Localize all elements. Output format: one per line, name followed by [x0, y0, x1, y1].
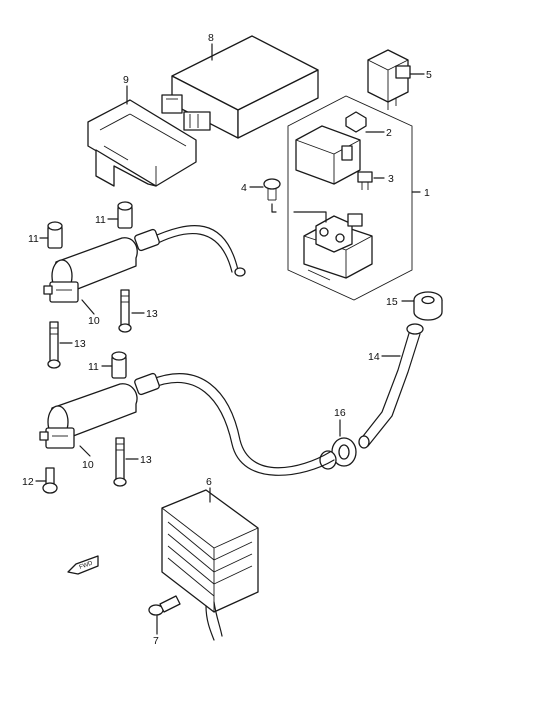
callout-8: 8 — [208, 32, 214, 44]
part-3-fuse — [357, 171, 373, 190]
part-4-screw — [263, 178, 281, 201]
callout-13a: 13 — [146, 308, 158, 320]
callout-11b: 11 — [28, 233, 39, 245]
assembly-1-outline — [287, 95, 413, 301]
callout-13b: 13 — [74, 338, 86, 350]
callout-13c: 13 — [140, 454, 152, 466]
callout-16: 16 — [334, 407, 346, 419]
part-13-bolt-c — [113, 437, 127, 487]
part-7-bolt — [148, 595, 181, 616]
leader-starter-relay — [293, 211, 327, 223]
callout-5: 5 — [426, 69, 432, 81]
leader-10a — [81, 299, 95, 315]
upper-ignition-coil — [43, 225, 246, 303]
starter-relay-body — [303, 213, 373, 281]
callout-3: 3 — [388, 173, 394, 185]
part-14-lead-tube — [358, 323, 424, 449]
lower-ignition-coil — [39, 372, 335, 476]
part-12-screw — [42, 467, 58, 494]
leader-10b — [79, 445, 91, 457]
fwd-arrow-icon: FWD — [67, 555, 99, 575]
callout-15: 15 — [386, 296, 398, 308]
callout-12: 12 — [22, 476, 34, 488]
part-9-cover — [87, 99, 197, 187]
part-6-regulator — [161, 489, 259, 641]
callout-6: 6 — [206, 476, 212, 488]
callout-2: 2 — [386, 127, 392, 139]
callout-11a: 11 — [95, 214, 106, 226]
callout-14: 14 — [368, 351, 380, 363]
callout-11c: 11 — [88, 361, 99, 373]
part-8-control-unit — [161, 35, 319, 139]
part-16-boot — [319, 437, 357, 470]
part-15-grommet — [413, 291, 443, 321]
fwd-label: FWD — [79, 560, 95, 571]
callout-1: 1 — [424, 187, 430, 199]
leader-4-tail — [271, 203, 277, 213]
part-2-relay-cover — [295, 111, 367, 185]
part-11-spacer-b — [47, 221, 63, 249]
part-13-bolt-a — [118, 289, 132, 333]
callout-10a: 10 — [88, 315, 100, 327]
callout-9: 9 — [123, 74, 129, 86]
part-5-relay — [367, 49, 411, 110]
part-13-bolt-b — [47, 321, 61, 369]
callout-10b: 10 — [82, 459, 94, 471]
part-11-spacer-a — [117, 201, 133, 229]
callout-7: 7 — [153, 635, 159, 647]
part-11-spacer-c — [111, 351, 127, 379]
callout-4: 4 — [241, 182, 247, 194]
